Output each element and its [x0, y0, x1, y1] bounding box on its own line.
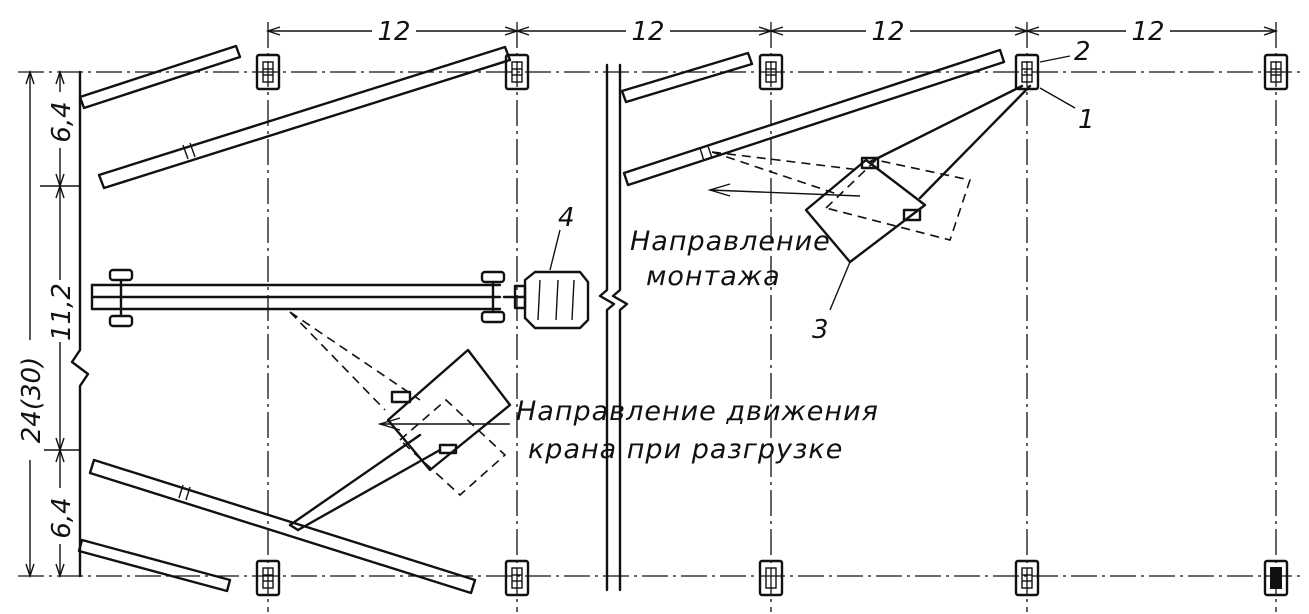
left-building-line: [70, 70, 90, 578]
left-dimension-lines: [16, 69, 80, 579]
mounting-direction-label-line2: монтажа: [646, 261, 781, 292]
truss-carrier-trailer: [90, 268, 527, 328]
stored-trusses-upper: [78, 44, 512, 190]
span-dimension-1: 12: [377, 17, 410, 47]
top-dimension-line: [265, 14, 1279, 44]
callout-1: 1: [1078, 105, 1095, 135]
callout-2: 2: [1074, 37, 1091, 67]
total-width-dimension: 24(30): [17, 357, 47, 443]
zone-bottom-dimension: 6,4: [47, 497, 77, 538]
column-foundation: [1014, 559, 1040, 597]
crane-unloading: [288, 311, 512, 532]
column-foundation: [504, 53, 530, 91]
zone-middle-dimension: 11,2: [47, 283, 77, 341]
crane-mounting: [711, 84, 1032, 264]
column-foundations: [255, 53, 1289, 597]
column-foundation: [758, 53, 784, 91]
column-foundation: [1263, 53, 1289, 91]
mounting-direction-arrow: [707, 183, 861, 197]
column-foundation-empty: [758, 559, 784, 597]
crane-direction-label-line2: крана при разгрузке: [528, 434, 843, 465]
tractor-unit: [513, 270, 590, 330]
column-foundation: [255, 53, 281, 91]
column-axes: [267, 22, 1277, 612]
installed-trusses: [620, 48, 1006, 187]
unloading-direction-arrow: [377, 417, 510, 431]
stored-trusses-lower: [77, 458, 477, 595]
row-axes: [18, 71, 1305, 577]
callout-leaders: [549, 55, 1076, 311]
span-dimension-2: 12: [631, 17, 664, 47]
column-foundation: [255, 559, 281, 597]
callout-3: 3: [812, 315, 829, 345]
callout-4: 4: [558, 203, 575, 233]
installed-section-boundary: [598, 63, 629, 592]
column-foundation-filled: [1263, 559, 1289, 597]
column-foundation: [504, 559, 530, 597]
span-dimension-3: 12: [871, 17, 904, 47]
span-dimension-4: 12: [1131, 17, 1164, 47]
mounting-direction-label-line1: Направление: [630, 226, 831, 257]
zone-top-dimension: 6,4: [47, 101, 77, 142]
crane-direction-label-line1: Направление движения: [516, 396, 879, 427]
